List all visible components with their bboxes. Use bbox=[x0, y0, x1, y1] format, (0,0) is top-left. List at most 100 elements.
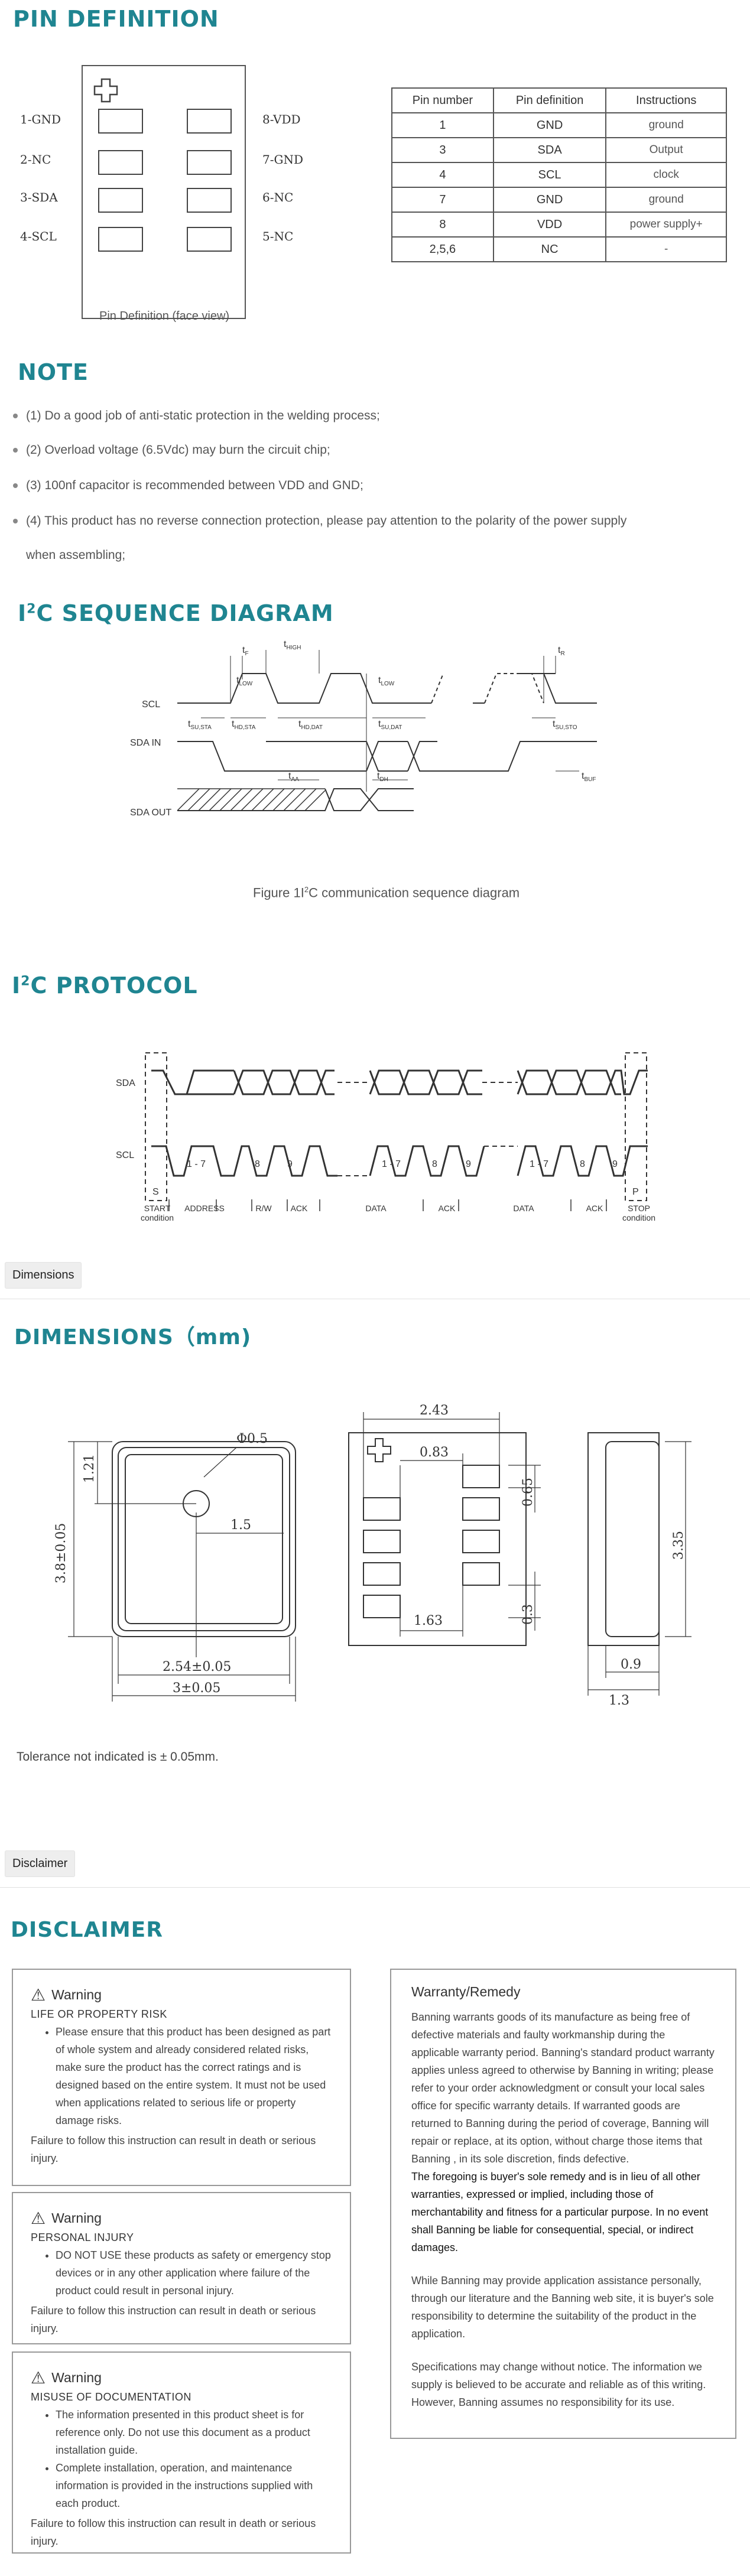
start-mark: S bbox=[152, 1187, 159, 1197]
clock-label: 8 bbox=[580, 1159, 585, 1169]
dimensions-drawing: Φ0.5 1.21 3.8±0.05 1.5 2.54±0.05 3±0.05 … bbox=[54, 1403, 691, 1707]
disclaimer-tab[interactable]: Disclaimer bbox=[5, 1850, 76, 1877]
inst-cell: - bbox=[605, 236, 727, 262]
signal-scl: SCL bbox=[142, 700, 160, 710]
segment-label: DATA bbox=[513, 1204, 534, 1213]
warning-bullet: The information presented in this produc… bbox=[56, 2406, 332, 2459]
segment-label: R/W bbox=[255, 1204, 272, 1213]
segment-label: STOP bbox=[628, 1204, 650, 1213]
warning-sub: MISUSE OF DOCUMENTATION bbox=[31, 2391, 191, 2403]
dim-3: 3±0.05 bbox=[173, 1681, 220, 1696]
pin-label-1: 1-GND bbox=[20, 112, 61, 126]
disclaimer-title: DISCLAIMER bbox=[11, 1918, 163, 1942]
inst-cell: ground bbox=[605, 112, 727, 138]
tolerance-note: Tolerance not indicated is ± 0.05mm. bbox=[17, 1750, 219, 1764]
warranty-paragraph: Banning warrants goods of its manufactur… bbox=[411, 2011, 715, 2165]
warning-foot: Failure to follow this instruction can r… bbox=[31, 2518, 316, 2547]
warning-triangle-icon: ⚠ bbox=[31, 2209, 46, 2227]
def-cell: NC bbox=[492, 236, 607, 262]
warning-sub: PERSONAL INJURY bbox=[31, 2232, 134, 2243]
clock-label: 9 bbox=[466, 1159, 471, 1169]
note-item: (2) Overload voltage (6.5Vdc) may burn t… bbox=[13, 440, 330, 461]
pin-table: Pin number Pin definition Instructions 1… bbox=[391, 87, 727, 262]
pin-label-6: 6-NC bbox=[262, 190, 294, 204]
pin-label-8: 8-VDD bbox=[262, 112, 301, 126]
svg-text:tAA: tAA bbox=[288, 771, 299, 783]
pad-4 bbox=[98, 227, 143, 252]
svg-text:tSU,DAT: tSU,DAT bbox=[378, 719, 402, 731]
pad-6 bbox=[187, 188, 232, 213]
pin-cell: 2,5,6 bbox=[391, 236, 494, 262]
pin-label-2: 2-NC bbox=[20, 152, 51, 167]
warning-title: ⚠Warning bbox=[31, 1986, 102, 2004]
inst-cell: ground bbox=[605, 187, 727, 213]
svg-text:tSU,STO: tSU,STO bbox=[553, 719, 577, 731]
segment-label: DATA bbox=[365, 1204, 387, 1213]
signal-sda-out: SDA OUT bbox=[130, 808, 171, 818]
dim-phi: Φ0.5 bbox=[236, 1432, 268, 1446]
warning-title: ⚠Warning bbox=[31, 2209, 102, 2227]
pad-2 bbox=[98, 150, 143, 175]
pad-7 bbox=[187, 150, 232, 175]
svg-text:tLOW: tLOW bbox=[378, 675, 395, 687]
def-cell: GND bbox=[492, 112, 607, 138]
warning-bullet: DO NOT USE these products as safety or e… bbox=[56, 2246, 332, 2299]
clock-label: 8 bbox=[255, 1159, 260, 1169]
warning-foot: Failure to follow this instruction can r… bbox=[31, 2135, 316, 2164]
svg-text:tR: tR bbox=[558, 645, 565, 657]
dim-065: 0.65 bbox=[521, 1478, 535, 1507]
dim-243: 2.43 bbox=[420, 1403, 449, 1418]
svg-text:tF: tF bbox=[242, 645, 249, 657]
pin-cell: 8 bbox=[391, 212, 494, 238]
warning-foot: Failure to follow this instruction can r… bbox=[31, 2305, 316, 2334]
warranty-box: Warranty/Remedy Banning warrants goods o… bbox=[390, 1969, 736, 2439]
segment-label: ACK bbox=[439, 1204, 456, 1213]
warning-box: ⚠Warning MISUSE OF DOCUMENTATION The inf… bbox=[12, 2351, 351, 2554]
divider bbox=[0, 1887, 750, 1888]
dim-335: 3.35 bbox=[671, 1531, 686, 1560]
svg-text:tLOW: tLOW bbox=[236, 675, 253, 687]
svg-text:tBUF: tBUF bbox=[582, 771, 596, 783]
pin-cell: 3 bbox=[391, 137, 494, 163]
pin-label-5: 5-NC bbox=[262, 229, 294, 243]
warning-box: ⚠Warning LIFE OR PROPERTY RISK Please en… bbox=[12, 1969, 351, 2186]
protocol-diagram: SDA SCL 1 - 7 8 9 1 - 7 8 9 1 - 7 8 9 S … bbox=[116, 1052, 655, 1222]
clock-label: 1 - 7 bbox=[187, 1159, 206, 1169]
pad-8 bbox=[187, 109, 232, 134]
dimensions-tab[interactable]: Dimensions bbox=[5, 1262, 82, 1289]
warning-sub: LIFE OR PROPERTY RISK bbox=[31, 2008, 167, 2020]
warning-triangle-icon: ⚠ bbox=[31, 2369, 46, 2387]
warranty-paragraph: Specifications may change without notice… bbox=[411, 2361, 706, 2408]
pin-cell: 7 bbox=[391, 187, 494, 213]
note-item-continued: when assembling; bbox=[26, 548, 126, 562]
pin-table-header: Pin definition bbox=[492, 87, 607, 113]
clock-label: 1 - 7 bbox=[382, 1159, 401, 1169]
pin-table-header: Pin number bbox=[391, 87, 494, 113]
dim-03: 0.3 bbox=[521, 1604, 535, 1625]
segment-label: ADDRESS bbox=[184, 1204, 225, 1213]
segment-label: ACK bbox=[586, 1204, 603, 1213]
clock-label: 8 bbox=[432, 1159, 437, 1169]
warning-bullet: Please ensure that this product has been… bbox=[56, 2023, 332, 2129]
def-cell: VDD bbox=[492, 212, 607, 238]
pad-5 bbox=[187, 227, 232, 252]
dim-254: 2.54±0.05 bbox=[163, 1660, 231, 1674]
clock-label: 9 bbox=[612, 1159, 618, 1169]
warning-title: ⚠Warning bbox=[31, 2369, 102, 2387]
dim-121: 1.21 bbox=[82, 1454, 97, 1483]
inst-cell: Output bbox=[605, 137, 727, 163]
warning-triangle-icon: ⚠ bbox=[31, 1986, 46, 2004]
pin1-marker-icon bbox=[93, 78, 118, 103]
warning-bullet: Complete installation, operation, and ma… bbox=[56, 2459, 332, 2512]
warranty-paragraph: While Banning may provide application as… bbox=[411, 2275, 714, 2340]
signal-scl: SCL bbox=[116, 1150, 134, 1160]
sequence-caption: Figure 1I2C communication sequence diagr… bbox=[253, 885, 520, 900]
sequence-diagram: SCL SDA IN SDA OUT tF tHIGH tLOW tLOW tR… bbox=[130, 639, 597, 818]
dim-083: 0.83 bbox=[420, 1445, 449, 1460]
pin-cell: 4 bbox=[391, 162, 494, 188]
pin-label-3: 3-SDA bbox=[20, 190, 58, 204]
pad-3 bbox=[98, 188, 143, 213]
